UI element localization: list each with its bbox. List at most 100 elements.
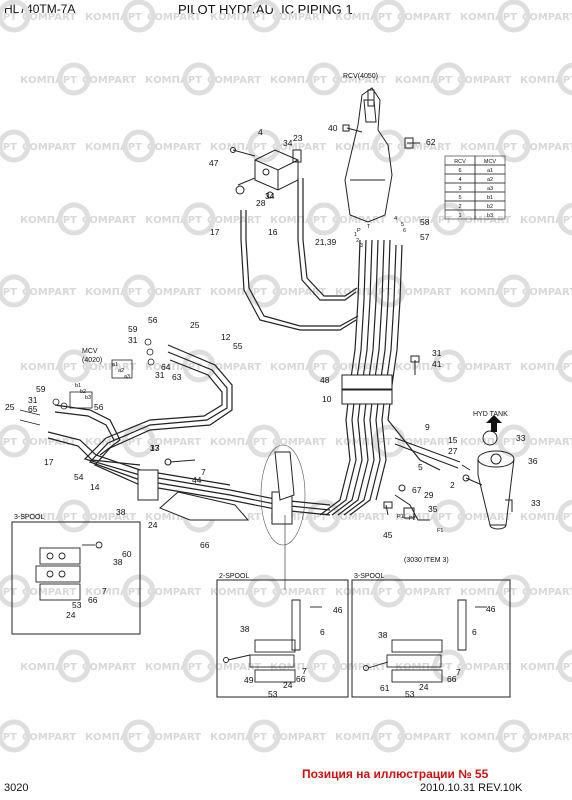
watermark-ring-icon [497,129,531,163]
watermark-text: КОМПАРТ [0,587,17,598]
callout-number: 25 [5,402,15,412]
watermark-ring-icon [0,129,31,163]
watermark-ring-icon [122,574,156,608]
watermark-ring-icon [122,129,156,163]
watermark-ring-icon [0,0,31,33]
callout-number: 35 [428,504,438,514]
callout-number: 31 [155,370,165,380]
callout-number: 48 [320,375,330,385]
watermark-ring-icon [372,0,406,33]
watermark-text: COMPART [82,362,136,373]
callout-number: 62 [426,137,436,147]
callout-number: 38 [116,507,126,517]
table-cell: 3 [458,186,461,192]
watermark-text: COMPART [397,12,451,23]
watermark-text: КОМПАРТ [210,287,267,298]
watermark-text: COMPART [147,732,201,743]
callout-number: 9 [425,422,430,432]
watermark-text: КОМПАРТ [0,732,17,743]
watermark-text: COMPART [457,512,511,523]
callout-number: 21,39 [315,237,337,247]
watermark-text: COMPART [22,12,76,23]
table-header: RCV [454,159,466,165]
table-cell: 2 [458,204,461,210]
watermark-text: COMPART [147,12,201,23]
watermark-text: COMPART [82,75,136,86]
watermark-text: COMPART [522,12,572,23]
callout-number: 34 [265,191,275,201]
watermark-text: COMPART [272,437,326,448]
watermark-text: КОМПАРТ [85,12,142,23]
table-cell: a3 [487,186,493,192]
watermark-text: КОМПАРТ [520,512,572,523]
watermark-text: COMPART [332,662,386,673]
watermark-text: КОМПАРТ [395,362,452,373]
watermark-text: COMPART [457,662,511,673]
watermark-text: КОМПАРТ [85,437,142,448]
watermark-text: COMPART [522,732,572,743]
watermark-text: COMPART [207,215,261,226]
watermark-text: КОМПАРТ [460,12,517,23]
watermark-ring-icon [247,424,281,458]
watermark-text: КОМПАРТ [85,142,142,153]
inset-callout: 38 [378,630,388,640]
watermark-text: COMPART [522,142,572,153]
watermark-ring-icon [247,574,281,608]
date-revision: 2010.10.31 REV.10K [420,782,523,794]
port-label: 3 [360,243,363,249]
watermark-text: COMPART [22,437,76,448]
watermark-ring-icon [557,499,572,533]
callout-number: 64 [161,362,171,372]
callout-number: 44 [192,475,202,485]
inset-callout: 66 [88,595,98,605]
callout-number: 41 [432,359,442,369]
watermark-text: COMPART [207,362,261,373]
port-label: F1 [437,528,443,534]
watermark-ring-icon [0,574,31,608]
port-label: T [367,224,371,230]
inset-callout: 38 [113,557,123,567]
watermark-text: КОМПАРТ [20,662,77,673]
rcv-valve [344,87,393,223]
callout-number: 40 [328,123,338,133]
inset-callout: 24 [66,610,76,620]
watermark-text: COMPART [522,587,572,598]
watermark-ring-icon [497,0,531,33]
port-label: P2 [409,516,416,522]
table-header: MCV [484,159,497,165]
watermark-text: КОМПАРТ [520,75,572,86]
watermark-text: КОМПАРТ [145,215,202,226]
inset-callout: 6 [472,627,477,637]
watermark-text: COMPART [457,215,511,226]
inset-title-2: 2-SPOOL [219,573,249,580]
table-cell: 6 [458,168,461,174]
inset-callout: 60 [122,549,132,559]
callout-number: 15 [448,435,458,445]
callout-number: 45 [383,530,393,540]
table-cell: 4 [458,177,461,183]
callout-number: 14 [90,482,100,492]
callout-number: 34 [283,138,293,148]
watermark-text: КОМПАРТ [210,732,267,743]
watermark-text: КОМПАРТ [270,362,327,373]
watermark-text: КОМПАРТ [270,512,327,523]
inset-left-parts [35,541,103,601]
callout-number: 28 [256,198,266,208]
watermark-ring-icon [432,499,466,533]
watermark-text: КОМПАРТ [395,215,452,226]
inset-callout: 7 [302,666,307,676]
watermark-ring-icon [497,274,531,308]
watermark-text: КОМПАРТ [20,215,77,226]
watermark-text: COMPART [397,437,451,448]
watermark-text: COMPART [147,287,201,298]
watermark-text: КОМПАРТ [520,362,572,373]
ref-3030-label: (3030 ITEM 3) [404,557,449,564]
callout-number: 63 [172,372,182,382]
watermark-text: КОМПАРТ [270,662,327,673]
top-left-valve-block [230,147,302,199]
callout-number: 27 [448,446,458,456]
inset-3spool-left [11,521,141,635]
